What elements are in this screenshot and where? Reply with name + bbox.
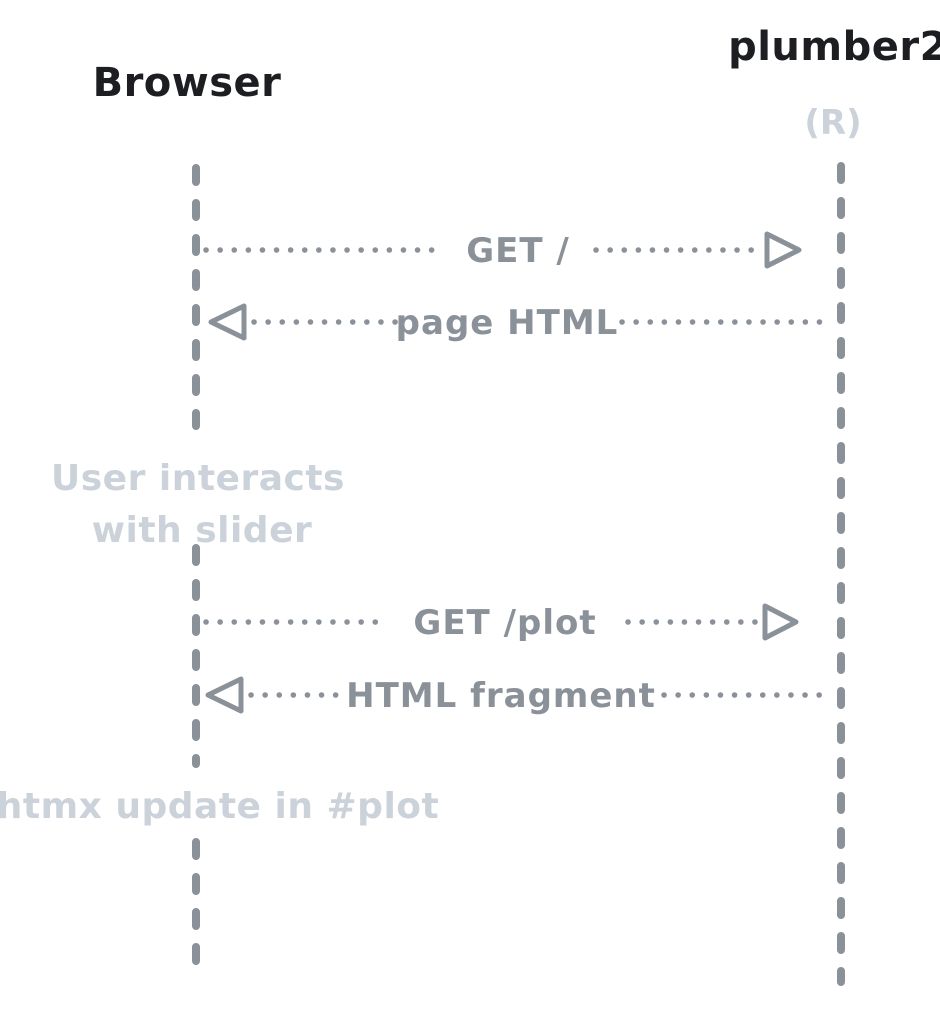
note-user-interacts-line2: with slider	[92, 510, 313, 551]
actor-plumber2-label: plumber2	[728, 24, 940, 70]
arrowhead-left-icon	[205, 676, 244, 714]
message-page-html: page HTML	[208, 303, 825, 343]
actor-plumber2-sublabel: (R)	[804, 103, 861, 143]
note-user-interacts-line1: User interacts	[51, 458, 345, 499]
message-get-root-label: GET /	[466, 231, 570, 271]
arrowhead-right-icon	[764, 231, 802, 269]
arrowhead-right-icon	[762, 603, 799, 641]
note-htmx-update-label: htmx update in #plot	[0, 786, 439, 827]
note-user-interacts: User interacts with slider	[51, 458, 345, 551]
actor-browser-label: Browser	[93, 60, 282, 106]
note-htmx-update: htmx update in #plot	[0, 786, 439, 827]
actor-browser: Browser	[93, 60, 282, 986]
message-get-plot-label: GET /plot	[413, 603, 596, 643]
message-page-html-label: page HTML	[396, 303, 619, 343]
message-get-plot: GET /plot	[203, 603, 799, 643]
arrowhead-left-icon	[208, 303, 247, 341]
message-html-fragment: HTML fragment	[205, 676, 825, 716]
actor-plumber2: plumber2 (R)	[728, 24, 940, 986]
message-html-fragment-label: HTML fragment	[346, 676, 656, 716]
message-get-root: GET /	[203, 231, 802, 271]
